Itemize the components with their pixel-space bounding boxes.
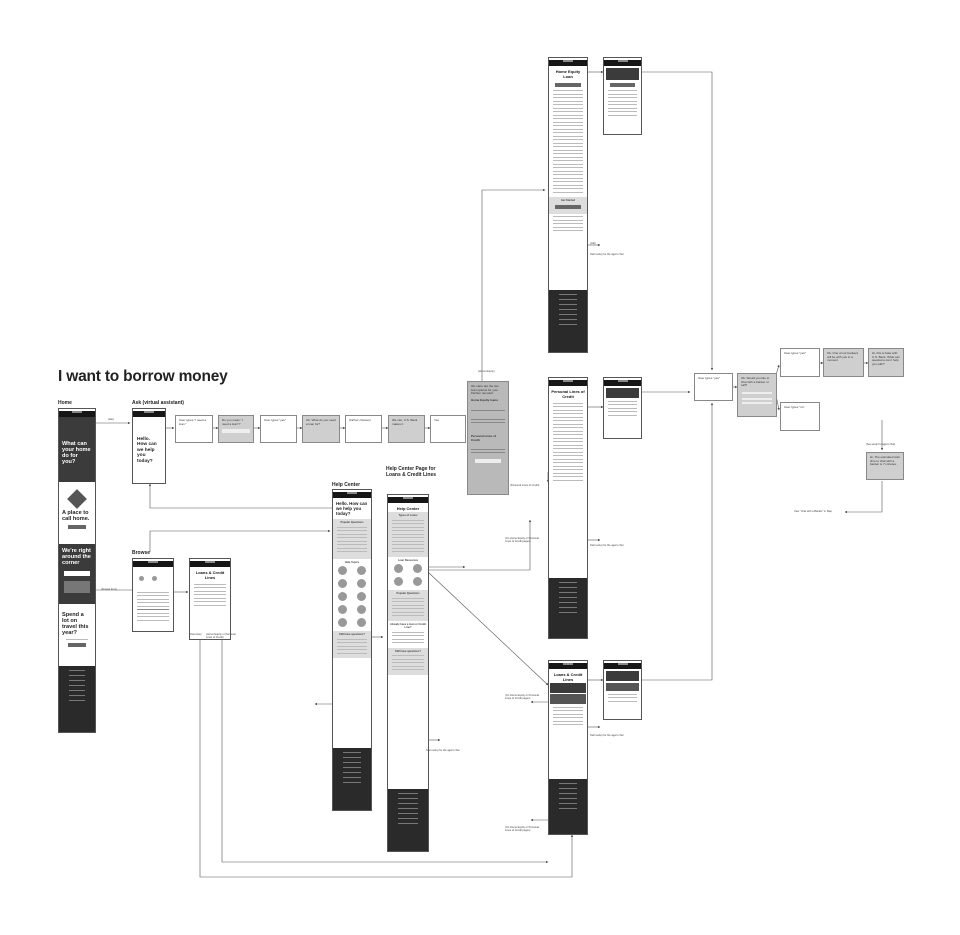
browse-phone-wireframe [132, 558, 174, 632]
ask-step-5: (further choices) [345, 415, 382, 443]
loans-credit-overlay-wireframe [603, 660, 642, 720]
home-hero-text-2: A place to call home. [62, 510, 90, 522]
help-center-greeting: Hello. How can we help you today? [336, 501, 368, 516]
start-agent-label: (Set setup for agent chat) [866, 443, 896, 446]
user-yes-box-2: User types "yes" [780, 348, 820, 377]
loan-resources-heading: Loan Resources [397, 558, 419, 562]
home-hero-text-3: We're right around the corner [62, 548, 91, 566]
ask-link-label: (ask) [108, 418, 114, 421]
on-home-equity-label-3: (On Home Equity or Personal Lines of Cre… [505, 826, 539, 833]
browse-link-label: (browse from) [101, 588, 117, 591]
ask-phone-wireframe: Hello. How can we help you today? [132, 408, 166, 484]
ask-step-2: Do you mean "I need a loan"? [218, 415, 254, 443]
personal-credit-overlay-wireframe [603, 377, 642, 439]
welcome-box: Hi, this is Kate with U.S. Bank. What ca… [868, 348, 904, 377]
start-setup-label-3: Start setup for the agent chat [590, 734, 624, 737]
home-equity-heading: Home Equity Loan [555, 69, 581, 79]
home-equity-option: Home Equity loans [471, 397, 499, 402]
ask-step-4: Ok. What do you need a loan for? [302, 415, 340, 443]
home-equity-top-label: (Home Equity) [478, 370, 495, 373]
personal-credit-phone-wireframe: Personal Lines of Credit [548, 377, 588, 639]
help-topics-heading: Help Topics [344, 560, 360, 564]
section-label-help-center: Help Center [332, 482, 361, 488]
help-center-phone-wireframe: Hello. How can we help you today? Popula… [332, 489, 372, 811]
section-label-ask: Ask (virtual assistant) [132, 400, 184, 406]
start-setup-label-1: Start setup for the agent chat [590, 253, 624, 256]
start-setup-label-4: Start setup for the agent chat [426, 749, 460, 752]
loans-still-heading: Still have questions? [395, 649, 421, 653]
start-setup-label-2: Start setup for the agent chat [590, 544, 624, 547]
chat-banker-label: User "chat with a Banker" in Map [794, 510, 832, 513]
loans-browse-phone-wireframe: Loans & Credit Lines [189, 558, 231, 640]
home-equity-phone-wireframe: Home Equity Loan Get Started [548, 57, 588, 353]
help-loans-heading: Help Center [396, 506, 420, 511]
would-speak-box: Ok. Would you like to chat with a banker… [737, 373, 777, 417]
on-home-equity-label-2: (On Home Equity or Personal Lines of Cre… [505, 694, 539, 701]
personal-credit-heading: Personal Lines of Credit [551, 389, 585, 399]
personal-loc-label: (Personal Lines of Credit) [510, 484, 540, 487]
loan-options-intro: Ok. Here are the two loan options for yo… [471, 384, 499, 396]
get-started-heading: Get Started [561, 198, 575, 202]
on-home-equity-label-1: (On Home Equity or Personal Lines of Cre… [505, 537, 539, 544]
help-still-heading: Still have questions? [339, 632, 365, 636]
home-equity-overlay-wireframe [603, 57, 642, 135]
estimated-wait-box: Hi, The estimated wait time to chat with… [866, 452, 904, 480]
help-popular-heading: Popular Questions [340, 521, 364, 524]
home-hero-text-4: Spend a lot on travel this year? [62, 612, 89, 636]
loans-credit-heading: Loans & Credit Lines [553, 672, 583, 682]
home-phone-wireframe: What can your home do for you? A place t… [58, 408, 96, 733]
section-label-home: Home [58, 400, 72, 406]
loans-popular-heading: Popular Questions [396, 591, 420, 595]
section-label-browse: Browse [132, 550, 151, 556]
ask-step-3: User types "yes" [260, 415, 297, 443]
page-title: I want to borrow money [58, 368, 228, 385]
banker-moment-box: Ok. One of our bankers will be with you … [823, 348, 864, 377]
help-loans-phone-wireframe: Help Center Types of Loans Loan Resource… [387, 494, 429, 852]
ask-step-7: Yes [430, 415, 466, 443]
home-hero-text-1: What can your home do for you? [62, 441, 91, 465]
call-label-1: (call) [590, 242, 596, 245]
ask-greeting: Hello. How can we help you today? [137, 437, 157, 464]
user-types-yes-box: User types "yes" [694, 373, 733, 401]
already-loan-heading: Already have a loan or Credit Line? [390, 622, 426, 629]
types-of-loans-heading: Types of Loans [398, 514, 418, 517]
loans-browse-heading: Loans & Credit Lines [195, 570, 225, 580]
loan-options-box: Ok. Here are the two loan options for yo… [467, 381, 509, 495]
ask-step-1: User types "I need a loan." [175, 415, 213, 443]
user-no-box: User types "no" [780, 402, 820, 431]
loans-credit-phone-wireframe: Loans & Credit Lines [548, 660, 588, 835]
personal-credit-option: Personal Lines of Credit [471, 434, 497, 442]
ask-step-6: We can, U.S. Bank makes it [388, 415, 425, 443]
section-label-help-center-loans: Help Center Page for Loans & Credit Line… [386, 466, 437, 478]
overview-label: (Overview) [189, 633, 202, 636]
home-equity-personal-label: (Home Equity or Personal Lines of Credit… [206, 633, 236, 640]
